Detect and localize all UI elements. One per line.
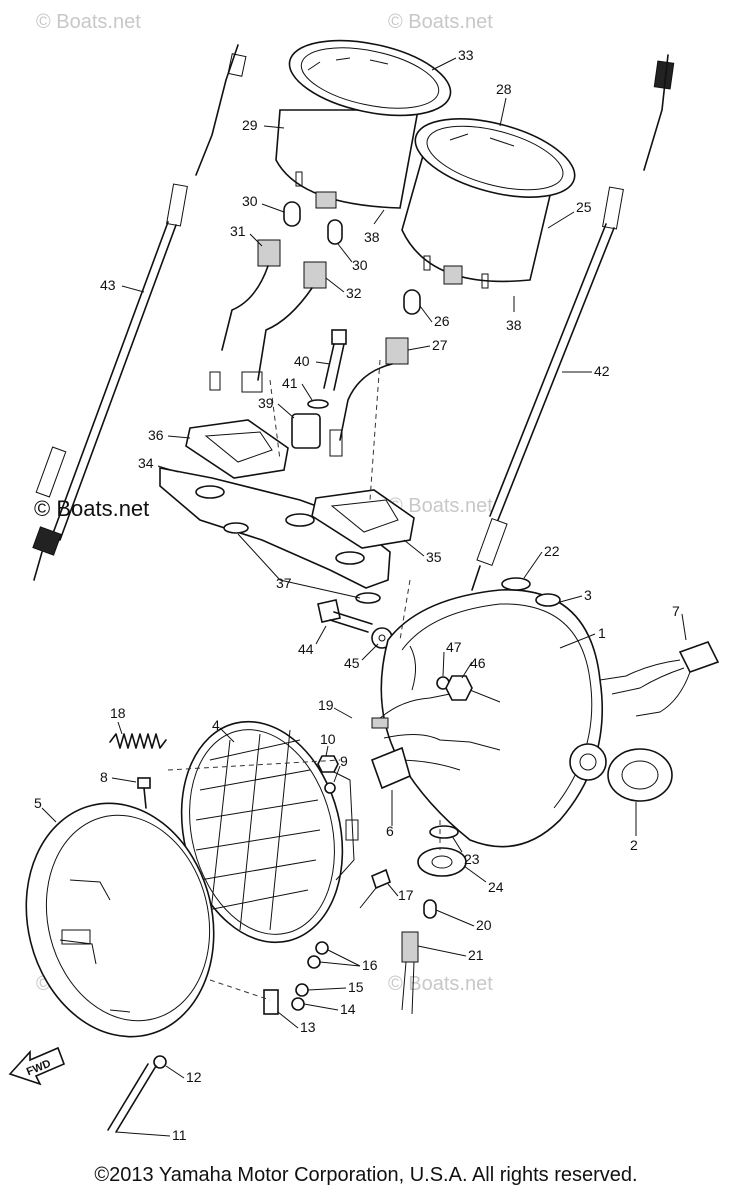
nut xyxy=(315,941,329,955)
callout: 14 xyxy=(340,1001,356,1017)
nut xyxy=(307,955,321,969)
nut xyxy=(153,1055,167,1069)
callout: 8 xyxy=(100,769,108,785)
callout: 30 xyxy=(352,257,368,273)
damper xyxy=(355,592,381,604)
copyright-notice: ©2013 Yamaha Motor Corporation, U.S.A. A… xyxy=(94,1164,638,1186)
watermark: © Boats.net xyxy=(388,973,493,995)
connector xyxy=(370,746,411,790)
washer xyxy=(324,782,336,794)
speedometer-cable xyxy=(32,44,247,581)
headlight-rim xyxy=(25,802,215,1038)
callout: 16 xyxy=(362,957,378,973)
washer xyxy=(291,997,305,1011)
spring xyxy=(109,733,167,749)
callout: 20 xyxy=(476,917,492,933)
callout: 34 xyxy=(138,455,154,471)
callout: 18 xyxy=(110,705,126,721)
speedometer-meter xyxy=(275,39,452,209)
collar xyxy=(291,413,321,449)
callout: 30 xyxy=(242,193,258,209)
callout: 10 xyxy=(320,731,336,747)
damper xyxy=(223,522,249,534)
terminal xyxy=(371,868,391,890)
bulb-socket xyxy=(401,931,419,1015)
nut xyxy=(317,755,339,773)
callout: 11 xyxy=(172,1127,187,1143)
callout: 21 xyxy=(468,947,484,963)
watermark: © Boats.net xyxy=(388,495,493,517)
cap xyxy=(535,593,561,607)
callout: 42 xyxy=(594,363,610,379)
collar xyxy=(263,989,279,1015)
nut xyxy=(445,675,473,701)
tachometer-meter xyxy=(401,118,576,289)
callout: 9 xyxy=(340,753,348,769)
washer xyxy=(295,983,309,997)
callout: 41 xyxy=(282,375,298,391)
watermark: © Boats.net xyxy=(36,11,141,33)
callout: 47 xyxy=(446,639,462,655)
forward-arrow: FWD xyxy=(8,1046,66,1086)
meter-bracket xyxy=(159,419,415,589)
callout: 27 xyxy=(432,337,448,353)
callout: 31 xyxy=(230,223,246,239)
callout: 12 xyxy=(186,1069,202,1085)
callout: 45 xyxy=(344,655,360,671)
callout: 29 xyxy=(242,117,258,133)
callout: 23 xyxy=(464,851,480,867)
callout: 43 xyxy=(100,277,116,293)
bulb-socket xyxy=(209,239,409,457)
callout: 46 xyxy=(470,655,486,671)
callout: 5 xyxy=(34,795,42,811)
callout: 39 xyxy=(258,395,274,411)
callout: 22 xyxy=(544,543,560,559)
callout: 44 xyxy=(298,641,314,657)
callout: 26 xyxy=(434,313,450,329)
callout: 38 xyxy=(364,229,380,245)
mounting-bolt xyxy=(323,329,347,391)
meter-bulb xyxy=(283,201,421,315)
callout-labels: 1 2 3 4 5 6 7 8 9 10 11 12 13 14 15 16 1… xyxy=(34,47,687,1143)
callout: 32 xyxy=(346,285,362,301)
bolt xyxy=(317,599,373,633)
screw xyxy=(137,777,151,809)
callout: 17 xyxy=(398,887,414,903)
callout: 7 xyxy=(672,603,680,619)
callout: 36 xyxy=(148,427,164,443)
socket-cover xyxy=(417,847,467,877)
callout: 15 xyxy=(348,979,364,995)
grommet-ring xyxy=(607,748,673,802)
grommet xyxy=(501,577,531,591)
long-bolt xyxy=(107,1063,157,1133)
callout: 3 xyxy=(584,587,592,603)
sub-wire-lead xyxy=(599,641,720,717)
indicator-bulb xyxy=(423,899,437,919)
watermark: © Boats.net xyxy=(388,11,493,33)
callout: 25 xyxy=(576,199,592,215)
callout: 37 xyxy=(276,575,292,591)
tachometer-cable xyxy=(471,54,675,591)
callout: 35 xyxy=(426,549,442,565)
callout: 19 xyxy=(318,697,334,713)
watermark: © Boats.net xyxy=(34,496,149,521)
callout: 33 xyxy=(458,47,474,63)
callout: 2 xyxy=(630,837,638,853)
callout: 4 xyxy=(212,717,220,733)
callout: 6 xyxy=(386,823,394,839)
headlight-housing xyxy=(380,589,607,848)
callout: 13 xyxy=(300,1019,316,1035)
callout: 40 xyxy=(294,353,310,369)
callout: 38 xyxy=(506,317,522,333)
callout: 28 xyxy=(496,81,512,97)
washer xyxy=(307,399,329,409)
callout: 1 xyxy=(598,625,606,641)
callout: 24 xyxy=(488,879,504,895)
grommet xyxy=(429,825,459,839)
